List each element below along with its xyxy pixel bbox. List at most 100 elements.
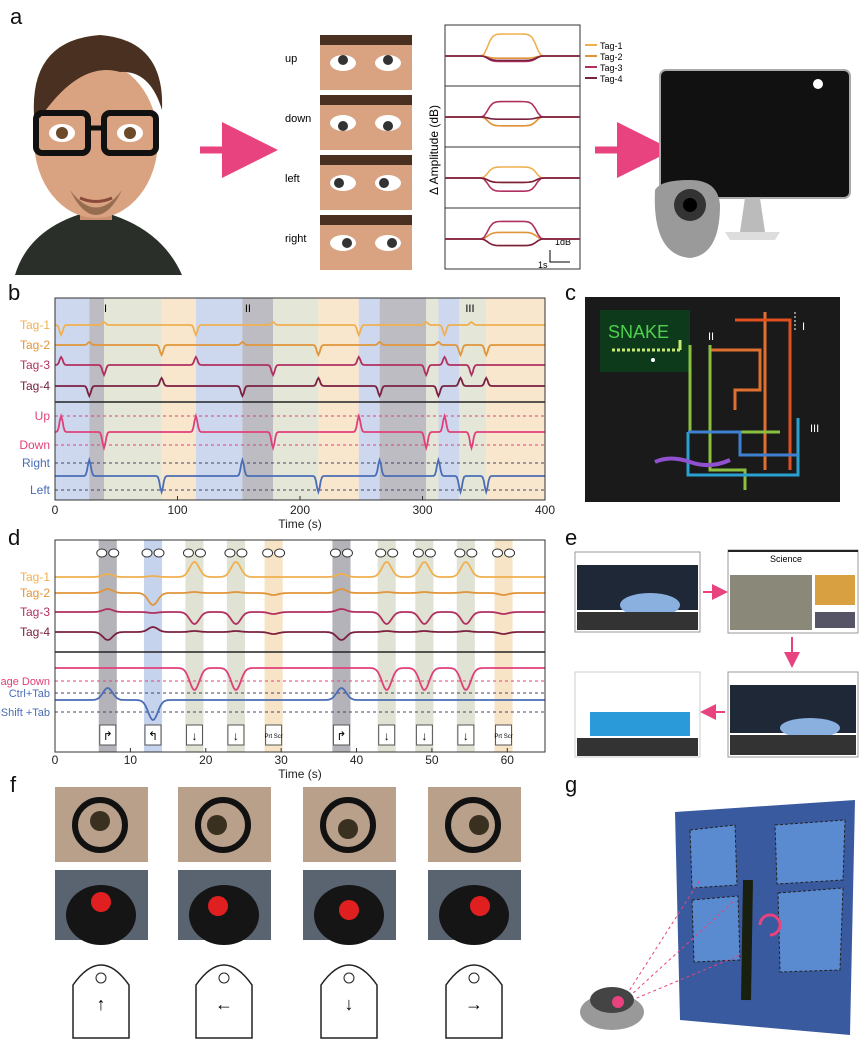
x-tick-label: 30 bbox=[274, 753, 288, 767]
series-label-tag-1: Tag-1 bbox=[20, 570, 50, 584]
glasses-frame bbox=[72, 797, 128, 853]
annotation-III: III bbox=[465, 303, 474, 315]
annotation-I: I bbox=[104, 303, 107, 315]
marker-II: II bbox=[708, 331, 714, 343]
band-green bbox=[426, 298, 439, 500]
panel-label-f: f bbox=[10, 772, 17, 797]
eye-icon bbox=[341, 548, 353, 558]
key-icon-page_down bbox=[415, 724, 433, 746]
scale-bar-y-label: 1dB bbox=[555, 237, 571, 247]
laser-dot bbox=[470, 896, 490, 916]
trace-tag-3 bbox=[54, 355, 545, 378]
trace-up-tag1 bbox=[445, 33, 580, 57]
band-blink bbox=[264, 540, 283, 752]
eye-icon bbox=[194, 548, 206, 558]
trace-tag-2 bbox=[55, 340, 545, 358]
hair bbox=[320, 95, 412, 105]
trace-tab bbox=[55, 687, 545, 722]
key-icon-blink bbox=[495, 724, 513, 746]
band-orange bbox=[161, 298, 196, 500]
panel-label-c: c bbox=[565, 280, 576, 305]
series-label: Page Down bbox=[0, 676, 50, 688]
series-label: Ctrl+Tab bbox=[9, 688, 50, 700]
series-label-tag-4: Tag-4 bbox=[20, 379, 50, 393]
eye-icon bbox=[224, 548, 236, 558]
camera-body bbox=[66, 885, 136, 945]
trace-down-tag3 bbox=[445, 100, 580, 118]
panel-label-b: b bbox=[8, 280, 20, 305]
lens bbox=[95, 972, 107, 984]
band-blue bbox=[438, 298, 460, 500]
band-green bbox=[273, 298, 319, 500]
amplitude-ylabel: Δ Amplitude (dB) bbox=[427, 105, 441, 195]
trace-down-tag1 bbox=[445, 116, 580, 127]
band-blue bbox=[55, 298, 62, 500]
plot-frame bbox=[54, 539, 546, 753]
pupil bbox=[379, 178, 389, 188]
trace-up-tag4 bbox=[445, 55, 580, 62]
tab-back-icon: ↰ bbox=[148, 729, 158, 743]
page-down-icon: ↓ bbox=[384, 729, 390, 743]
annotation-II: II bbox=[245, 303, 251, 315]
key-icon-page_down bbox=[378, 724, 396, 746]
series-label: Ctrl+Shift +Tab bbox=[0, 707, 50, 719]
key-icon-ctrl_tab bbox=[332, 724, 350, 746]
trace-right-left bbox=[55, 456, 545, 496]
glasses-frame bbox=[320, 797, 376, 853]
eye-icon bbox=[424, 548, 436, 558]
series-label-tag-3: Tag-3 bbox=[20, 605, 50, 619]
marker-I: I bbox=[802, 321, 805, 333]
key-icon-blink bbox=[265, 724, 283, 746]
band-green bbox=[104, 298, 162, 500]
pupil bbox=[387, 238, 397, 248]
direction-label-left: left bbox=[285, 173, 300, 185]
trace-right-tag4 bbox=[445, 238, 580, 247]
eye-icon bbox=[375, 548, 387, 558]
arrow-icon: ↓ bbox=[345, 994, 354, 1014]
eye-icon bbox=[274, 548, 286, 558]
band-orange bbox=[318, 298, 359, 500]
x-tick-label: 0 bbox=[52, 753, 59, 767]
camera-direction-icon bbox=[195, 964, 253, 1039]
trace-left-tag1 bbox=[445, 166, 580, 179]
snake-title: SNAKE bbox=[608, 322, 669, 342]
legend-label: Tag-3 bbox=[600, 63, 623, 73]
trace-tag-1 bbox=[54, 320, 545, 338]
trace-tag-2 bbox=[55, 588, 545, 606]
laser-dot bbox=[91, 892, 111, 912]
direction-label-right: right bbox=[285, 233, 306, 245]
hair bbox=[320, 155, 412, 165]
series-label-tag-3: Tag-3 bbox=[20, 358, 50, 372]
snake-game-panel: SNAKE I II III bbox=[585, 297, 840, 502]
pupil bbox=[334, 178, 344, 188]
key-label: Prt Scr bbox=[494, 734, 512, 740]
legend-label: Tag-1 bbox=[600, 41, 623, 51]
camera-body bbox=[189, 885, 259, 945]
camera-control-panel: ↑←↓→ bbox=[55, 787, 521, 1039]
key-icon-page_down bbox=[227, 724, 245, 746]
pupil bbox=[90, 811, 110, 831]
series-label-left: Left bbox=[30, 483, 51, 497]
panel-label-d: d bbox=[8, 525, 20, 550]
x-axis-label: Time (s) bbox=[278, 517, 322, 531]
x-tick-label: 200 bbox=[290, 503, 310, 517]
key-icon-page_down bbox=[457, 724, 475, 746]
x-tick-label: 20 bbox=[199, 753, 213, 767]
page-down-icon: ↓ bbox=[191, 729, 197, 743]
series-label-tag-4: Tag-4 bbox=[20, 625, 50, 639]
legend-label: Tag-4 bbox=[600, 74, 623, 84]
tab-forward-icon: ↱ bbox=[336, 729, 346, 743]
avatar-face-illustration bbox=[15, 35, 182, 275]
monitor-illustration bbox=[659, 69, 851, 240]
camera-direction-icon bbox=[445, 964, 503, 1039]
lens bbox=[468, 972, 480, 984]
screenshot-nature-2 bbox=[727, 671, 859, 758]
series-label-down: Down bbox=[19, 438, 50, 452]
trace-tag-3 bbox=[55, 608, 545, 625]
eye-icon bbox=[182, 548, 194, 558]
painting-projection bbox=[580, 800, 855, 1035]
